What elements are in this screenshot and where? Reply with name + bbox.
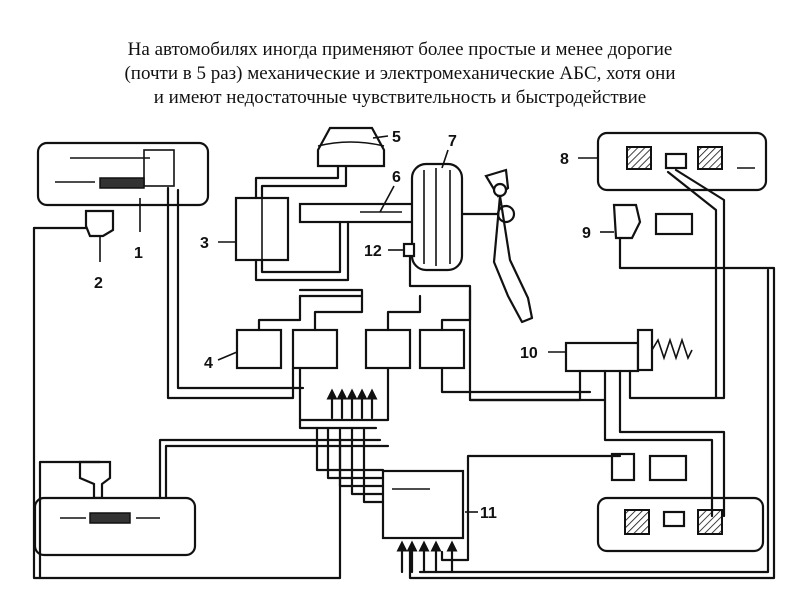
pushrod-housing (298, 202, 424, 224)
wheel-speed-sensor-rear-right (610, 452, 636, 482)
wheel-brake-front-left (36, 141, 210, 207)
control-signal-arrows (326, 388, 458, 574)
caption: На автомобилях иногда применяют более пр… (0, 38, 800, 110)
tone-wheel-rear (648, 454, 688, 482)
label-2: 2 (94, 275, 103, 292)
number-labels: 1 2 3 4 5 6 7 8 9 10 11 12 (94, 129, 591, 522)
brake-fluid-reservoir (316, 126, 386, 168)
label-6: 6 (392, 169, 401, 186)
label-8: 8 (560, 151, 569, 168)
vacuum-booster (410, 162, 464, 272)
label-5: 5 (392, 129, 401, 146)
label-10: 10 (520, 345, 538, 362)
label-9: 9 (582, 225, 591, 242)
caption-line-2: (почти в 5 раз) механические и электроме… (124, 63, 676, 84)
label-11: 11 (480, 505, 497, 522)
caption-line-1: На автомобилях иногда применяют более пр… (127, 39, 673, 60)
abs-control-unit (381, 469, 465, 540)
wheel-speed-sensor-front-right (612, 203, 642, 240)
wheel-brake-front-right (596, 131, 768, 192)
label-1: 1 (134, 245, 143, 262)
wheel-brake-rear-right (596, 496, 765, 553)
brake-modulators (235, 328, 466, 370)
pressure-regulator (564, 328, 693, 373)
hydraulic-lines (32, 164, 776, 580)
brake-pedal (460, 168, 534, 324)
label-7: 7 (448, 133, 457, 150)
caption-line-3: и имеют недостаточные чувствительность и… (153, 87, 647, 108)
wheel-brake-rear-left (33, 496, 197, 557)
wheel-speed-sensor-rear-left (78, 460, 112, 500)
label-12: 12 (364, 243, 382, 260)
brake-light-switch (402, 242, 416, 258)
leader-lines (99, 135, 614, 513)
tone-wheel-front (654, 212, 694, 236)
wheel-speed-sensor-front-left (84, 209, 115, 238)
label-4: 4 (204, 355, 213, 372)
label-3: 3 (200, 235, 209, 252)
master-cylinder (234, 196, 290, 262)
